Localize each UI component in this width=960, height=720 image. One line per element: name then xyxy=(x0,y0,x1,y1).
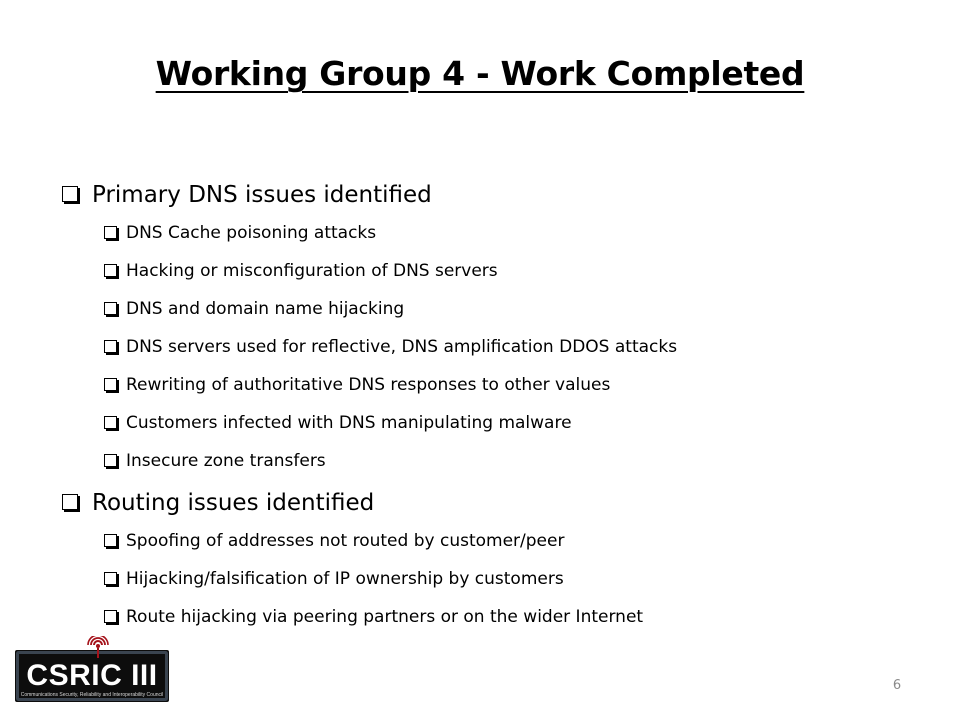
checkbox-bullet-icon xyxy=(104,610,117,623)
list-item: Route hijacking via peering partners or … xyxy=(62,598,942,636)
logo-tagline: Communications Security, Reliability and… xyxy=(21,692,163,698)
slide-title: Working Group 4 - Work Completed xyxy=(155,54,805,93)
list-item: Insecure zone transfers xyxy=(62,442,942,480)
bullet-list: Primary DNS issues identified DNS Cache … xyxy=(62,176,942,636)
checkbox-bullet-icon xyxy=(104,226,117,239)
checkbox-bullet-icon xyxy=(104,264,117,277)
list-item: Rewriting of authoritative DNS responses… xyxy=(62,366,942,404)
checkbox-bullet-icon xyxy=(104,534,117,547)
csric-logo: CSRIC III Communications Security, Relia… xyxy=(15,636,169,702)
list-item: DNS servers used for reflective, DNS amp… xyxy=(62,328,942,366)
checkbox-bullet-icon xyxy=(62,494,78,510)
list-item-text: Insecure zone transfers xyxy=(126,451,326,471)
checkbox-bullet-icon xyxy=(104,416,117,429)
section-heading-routing: Routing issues identified xyxy=(62,484,942,522)
list-item-text: DNS servers used for reflective, DNS amp… xyxy=(126,337,678,357)
list-item-text: Hijacking/falsification of IP ownership … xyxy=(126,569,564,589)
list-item: Customers infected with DNS manipulating… xyxy=(62,404,942,442)
section-heading-text: Primary DNS issues identified xyxy=(92,182,432,208)
list-item-text: Customers infected with DNS manipulating… xyxy=(126,413,572,433)
page-number: 6 xyxy=(892,678,902,693)
section-heading-text: Routing issues identified xyxy=(92,490,375,516)
list-item-text: Rewriting of authoritative DNS responses… xyxy=(126,375,611,395)
list-item-text: Hacking or misconfiguration of DNS serve… xyxy=(126,261,498,281)
list-item-text: DNS Cache poisoning attacks xyxy=(126,223,377,243)
list-item-text: Route hijacking via peering partners or … xyxy=(126,607,644,627)
section-heading-dns: Primary DNS issues identified xyxy=(62,176,942,214)
list-item: Spoofing of addresses not routed by cust… xyxy=(62,522,942,560)
list-item: DNS Cache poisoning attacks xyxy=(62,214,942,252)
checkbox-bullet-icon xyxy=(104,378,117,391)
logo-wordmark: CSRIC III xyxy=(26,659,157,692)
checkbox-bullet-icon xyxy=(104,302,117,315)
checkbox-bullet-icon xyxy=(104,572,117,585)
checkbox-bullet-icon xyxy=(104,454,117,467)
list-item-text: DNS and domain name hijacking xyxy=(126,299,405,319)
list-item: Hijacking/falsification of IP ownership … xyxy=(62,560,942,598)
broadcast-signal-icon xyxy=(87,636,109,658)
checkbox-bullet-icon xyxy=(62,186,78,202)
checkbox-bullet-icon xyxy=(104,340,117,353)
list-item-text: Spoofing of addresses not routed by cust… xyxy=(126,531,565,551)
list-item: Hacking or misconfiguration of DNS serve… xyxy=(62,252,942,290)
list-item: DNS and domain name hijacking xyxy=(62,290,942,328)
